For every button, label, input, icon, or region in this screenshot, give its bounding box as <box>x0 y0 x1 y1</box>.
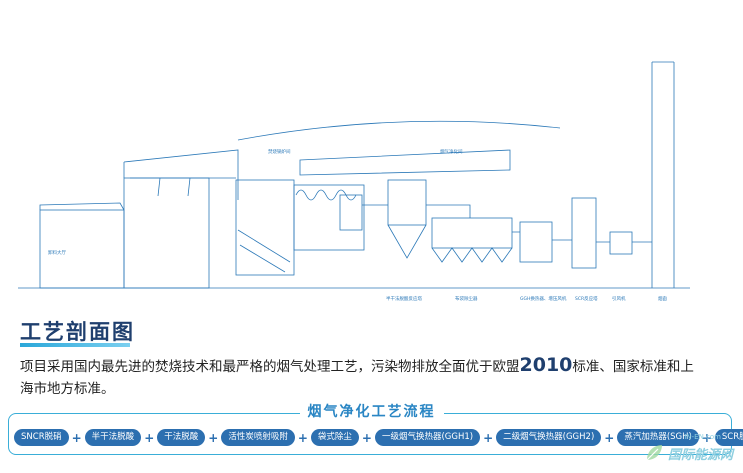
step-scr: SCR脱硝 <box>714 429 743 446</box>
plus-sign: + <box>71 430 82 445</box>
flow-steps: SNCR脱硝 + 半干法脱酸 + 干法脱酸 + 活性炭喷射吸附 + 袋式除尘 +… <box>14 429 743 446</box>
scr-tower <box>571 197 597 269</box>
label-scr: SCR反应塔 <box>575 295 598 302</box>
flow-title-text: 烟气净化工艺流程 <box>299 404 444 420</box>
chimney <box>651 61 675 288</box>
label-reaction-tower: 半干法脱酸反应塔 <box>386 295 422 302</box>
economizer <box>339 194 363 231</box>
plus-sign: + <box>483 430 494 445</box>
bag-filter-hoppers <box>431 247 513 263</box>
intro-text-before: 项目采用国内最先进的焚烧技术和最严格的烟气处理工艺，污染物排放全面优于欧盟 <box>20 359 520 375</box>
flue-duct <box>362 204 652 243</box>
ggh-exchanger <box>519 221 553 263</box>
watermark: 国际能源网 <box>643 442 733 464</box>
plus-sign: + <box>604 430 615 445</box>
label-gas-cleaning-hall: 烟气净化间 <box>440 148 463 155</box>
step-sgh: 蒸汽加热器(SGH) <box>617 429 699 446</box>
reaction-tower <box>387 179 427 226</box>
step-ggh1: 一级烟气换热器(GGH1) <box>374 429 481 446</box>
tipping-hall-roof <box>39 202 125 211</box>
fan <box>609 231 633 255</box>
watermark-name: 国际能源网 <box>667 447 733 463</box>
bag-filter <box>431 217 513 249</box>
intro-highlight: 2010 <box>519 354 573 376</box>
label-tipping-hall: 卸料大厅 <box>48 249 66 256</box>
step-ggh2: 二级烟气换热器(GGH2) <box>496 429 602 446</box>
plus-sign: + <box>701 430 712 445</box>
label-bag-filter: 布袋除尘器 <box>455 295 478 302</box>
label-fan: 引风机 <box>612 295 626 302</box>
boiler-hall-roof <box>237 120 561 141</box>
flow-title: 烟气净化工艺流程 <box>0 401 743 421</box>
plus-sign: + <box>361 430 372 445</box>
title-underline <box>20 343 130 347</box>
boiler <box>235 179 295 276</box>
convection-pass <box>293 184 365 251</box>
intro-text-after: 标准、国家标准和上海市地方标准。 <box>20 359 694 397</box>
plus-sign: + <box>208 430 219 445</box>
plus-sign: + <box>297 430 308 445</box>
cross-section-drawing: 卸料大厅 焚烧锅炉间 烟气净化间 半干法脱酸反应塔 布袋除尘器 GGH换热器、增… <box>18 61 690 302</box>
reaction-tower-cone <box>387 224 427 259</box>
crane-arms <box>157 177 191 197</box>
section-title: 工艺剖面图 <box>20 320 135 344</box>
plus-sign: + <box>144 430 155 445</box>
tipping-hall <box>39 209 125 289</box>
step-bag-filter: 袋式除尘 <box>310 429 359 446</box>
label-chimney: 烟囱 <box>658 295 667 302</box>
label-boiler-hall: 焚烧锅炉间 <box>268 148 291 155</box>
step-sncr: SNCR脱硝 <box>14 429 69 446</box>
waste-bunker <box>123 177 210 289</box>
grate <box>237 229 291 273</box>
bunker-roof <box>123 149 239 200</box>
step-semi-dry: 半干法脱酸 <box>84 429 142 446</box>
gas-cleaning-roof <box>299 149 511 176</box>
leaf-logo-icon <box>646 445 662 461</box>
label-ggh: GGH换热器、增压风机 <box>520 295 567 302</box>
watermark-site: IN-EN.com <box>684 433 721 441</box>
step-activated-carbon: 活性炭喷射吸附 <box>221 429 295 446</box>
step-dry: 干法脱酸 <box>157 429 206 446</box>
intro-paragraph: 项目采用国内最先进的焚烧技术和最严格的烟气处理工艺，污染物排放全面优于欧盟201… <box>20 354 700 400</box>
